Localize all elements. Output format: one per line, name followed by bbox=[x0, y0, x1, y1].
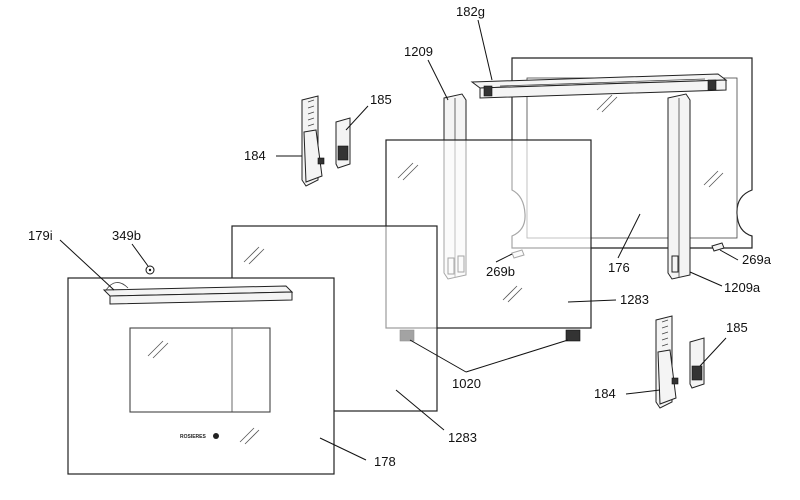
spacer-1020-right bbox=[565, 329, 581, 342]
label-1283-mid: 1283 bbox=[620, 292, 649, 307]
label-184-top: 184 bbox=[244, 148, 266, 163]
label-184-bottom: 184 bbox=[594, 386, 616, 401]
label-1020: 1020 bbox=[452, 376, 481, 391]
label-269a: 269a bbox=[742, 252, 772, 267]
front-panel-178: ROSIERES bbox=[67, 277, 335, 475]
label-185-bottom: 185 bbox=[726, 320, 748, 335]
label-349b: 349b bbox=[112, 228, 141, 243]
label-269b: 269b bbox=[486, 264, 515, 279]
label-182g: 182g bbox=[456, 4, 485, 19]
label-185-top: 185 bbox=[370, 92, 392, 107]
label-1209a: 1209a bbox=[724, 280, 761, 295]
label-1283-low: 1283 bbox=[448, 430, 477, 445]
label-1209: 1209 bbox=[404, 44, 433, 59]
side-rail-1209a bbox=[667, 93, 691, 280]
hinge-184-bottom bbox=[655, 315, 679, 409]
hinge-185-bottom bbox=[689, 337, 705, 389]
label-176: 176 bbox=[608, 260, 630, 275]
top-bar-182g bbox=[470, 73, 728, 99]
label-179i: 179i bbox=[28, 228, 53, 243]
leader-lines bbox=[59, 19, 739, 461]
brand-logo-text: ROSIERES bbox=[180, 434, 207, 440]
hinge-185-top bbox=[335, 117, 351, 169]
handle-179i bbox=[102, 282, 294, 305]
screw-349b bbox=[145, 265, 155, 275]
hinge-184-top bbox=[301, 95, 325, 187]
part-labels: 182g 1209 185 184 179i 349b 269b 176 269… bbox=[28, 4, 772, 469]
label-178: 178 bbox=[374, 454, 396, 469]
clip-269a bbox=[711, 242, 725, 252]
